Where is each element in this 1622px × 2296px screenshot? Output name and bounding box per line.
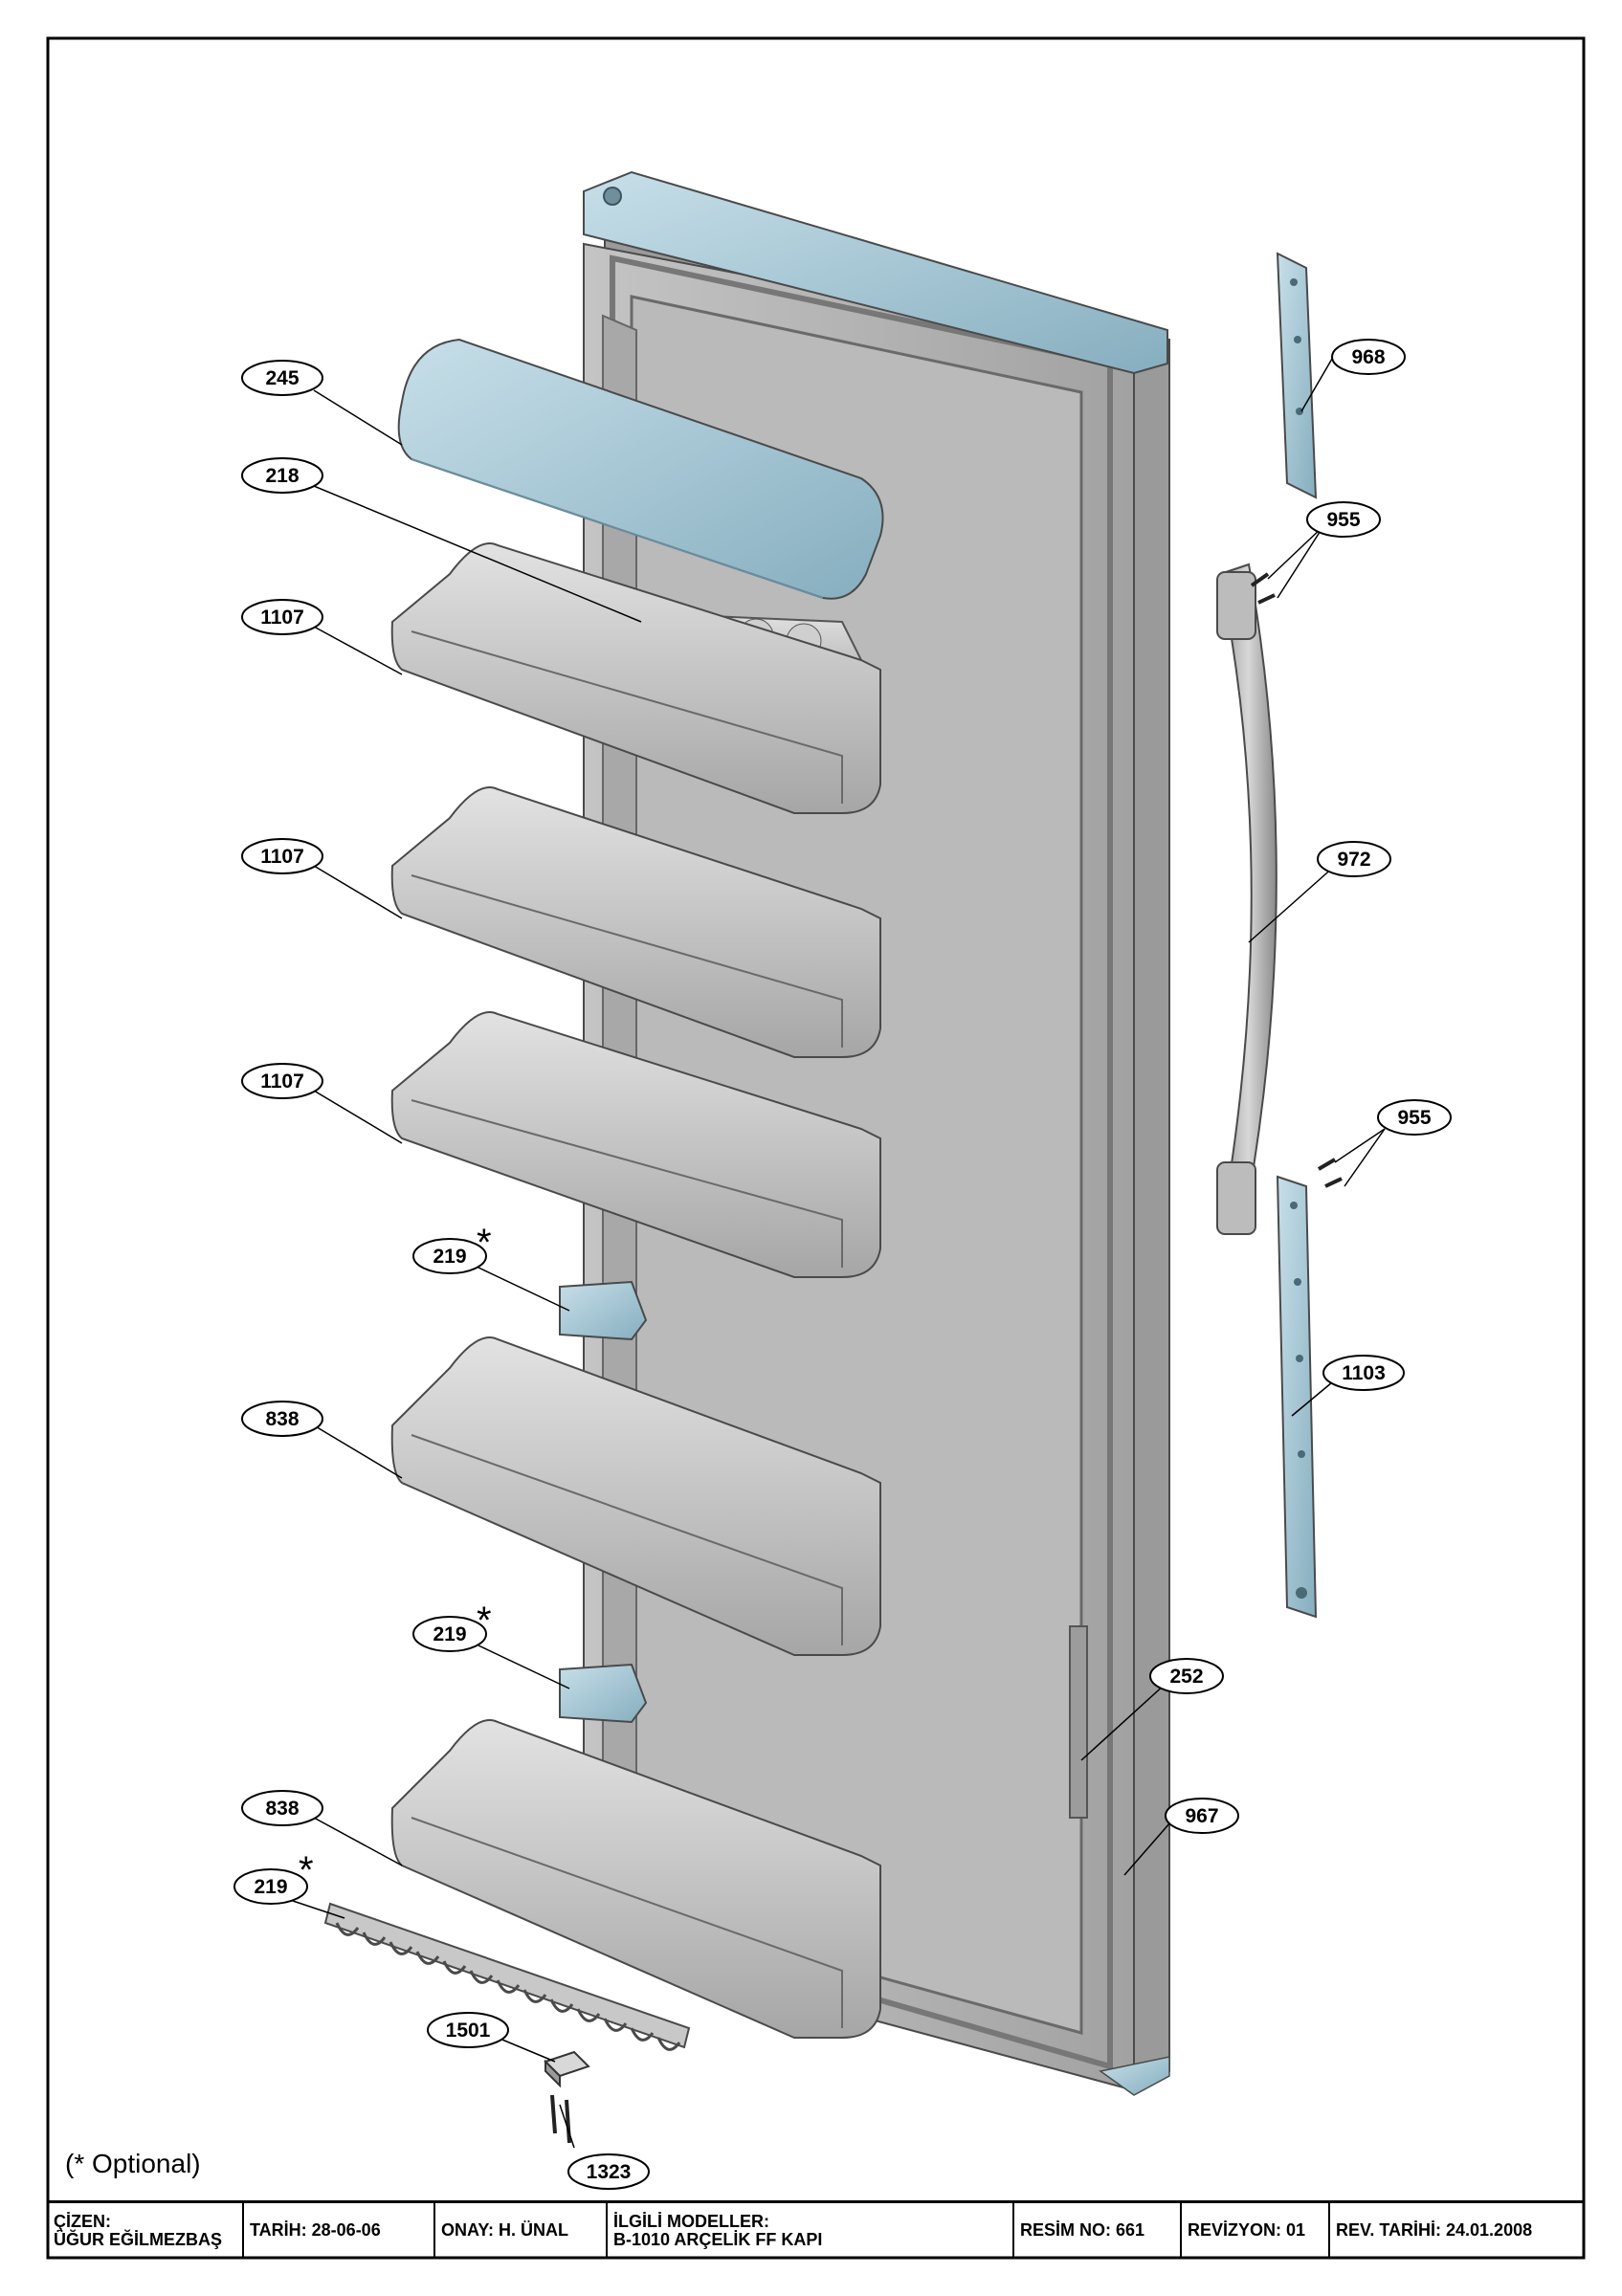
callout-1107-bottom: 1107 [260, 1071, 304, 1093]
callout-838-lower: 838 [265, 1798, 299, 1820]
door-shelf-1 [390, 542, 881, 814]
callout-219-second: 219 [433, 1623, 466, 1645]
mounting-block [544, 2050, 590, 2088]
handle-screws-top [1250, 572, 1276, 605]
approval-value: ONAY: H. ÜNAL [441, 2220, 569, 2241]
callout-955-bottom: 955 [1397, 1107, 1431, 1129]
door-shelf-3 [390, 1011, 881, 1278]
callout-219-first: 219 [433, 1246, 466, 1268]
door-top-cap [583, 170, 1168, 375]
callout-245: 245 [265, 367, 299, 389]
callout-1107-middle: 1107 [260, 846, 304, 868]
callout-1501: 1501 [446, 2020, 491, 2042]
door-bin-large-1 [390, 1336, 881, 1656]
shelf-clip-1 [559, 1280, 648, 1341]
drawn-by-cell: ÇİZEN: ÜĞUR EĞİLMEZBAŞ [48, 2203, 244, 2258]
title-block: ÇİZEN: ÜĞUR EĞİLMEZBAŞ TARİH: 28-06-06 O… [48, 2200, 1584, 2258]
bottom-hinge [1276, 1175, 1318, 1619]
optional-asterisk-2: * [477, 1600, 492, 1642]
callout-ellipses [233, 339, 1452, 2190]
magnetic-strip [1069, 1625, 1088, 1819]
dairy-cover [397, 338, 884, 600]
callout-219-third: 219 [254, 1876, 287, 1898]
callout-218: 218 [265, 465, 299, 487]
revision-value: REVİZYON: 01 [1188, 2220, 1306, 2241]
models-value: B-1010 ARÇELİK FF KAPI [613, 2229, 823, 2249]
optional-asterisk-3: * [299, 1849, 314, 1891]
sheet-border [46, 36, 1586, 2260]
models-cell: İLGİLİ MODELLER: B-1010 ARÇELİK FF KAPI [608, 2203, 1014, 2258]
hinge-hole-icon [603, 187, 622, 206]
revision-date-value: REV. TARİHİ: 24.01.2008 [1336, 2220, 1533, 2241]
models-label: İLGİLİ MODELLER: [613, 2211, 769, 2231]
drawing-no-value: RESİM NO: 661 [1020, 2220, 1145, 2241]
callout-1323: 1323 [587, 2161, 632, 2183]
top-hinge [1276, 252, 1318, 499]
date-cell: TARİH: 28-06-06 [244, 2203, 435, 2258]
callout-252: 252 [1169, 1666, 1203, 1688]
callout-1107-top: 1107 [260, 607, 304, 629]
callout-968: 968 [1351, 346, 1385, 368]
callout-967: 967 [1185, 1805, 1218, 1827]
screws-1323 [550, 2094, 571, 2144]
drawn-by-name: ÜĞUR EĞİLMEZBAŞ [54, 2229, 223, 2249]
optional-note: (* Optional) [65, 2149, 201, 2178]
callout-838-upper: 838 [265, 1408, 299, 1430]
door-handle [1216, 563, 1278, 1235]
handle-screws-bottom [1317, 1158, 1343, 1188]
door-shelf-2 [390, 786, 881, 1058]
drawing-no-cell: RESİM NO: 661 [1014, 2203, 1182, 2258]
callout-1103: 1103 [1342, 1362, 1386, 1384]
bottle-rack [323, 1902, 691, 2051]
door-bin-large-2 [390, 1719, 881, 2039]
callout-972: 972 [1337, 849, 1370, 871]
callout-955-top: 955 [1326, 509, 1360, 531]
optional-asterisk-1: * [477, 1222, 492, 1264]
leader-lines [286, 358, 1386, 2149]
date-value: TARİH: 28-06-06 [250, 2220, 381, 2241]
approval-cell: ONAY: H. ÜNAL [435, 2203, 608, 2258]
revision-cell: REVİZYON: 01 [1182, 2203, 1330, 2258]
drawn-by-label: ÇİZEN: [54, 2211, 111, 2231]
shelf-clip-2 [559, 1663, 648, 1724]
revision-date-cell: REV. TARİHİ: 24.01.2008 [1330, 2203, 1584, 2258]
door-bottom-cap [1099, 2056, 1170, 2096]
